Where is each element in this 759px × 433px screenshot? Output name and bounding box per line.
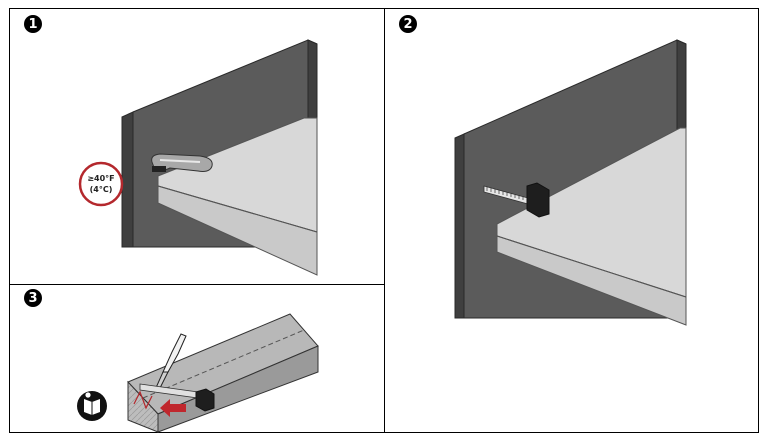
step-1-number: 1 — [28, 17, 37, 32]
step-1-badge: 1 — [24, 15, 42, 33]
temperature-fahrenheit: ≥40°F — [87, 174, 114, 183]
step-3-panel: 3 — [24, 289, 319, 433]
step-2-panel: 2 — [399, 15, 687, 326]
step-1-insulation-slab — [157, 117, 318, 276]
arrow-icon — [160, 399, 186, 417]
insulation-box — [127, 313, 319, 433]
step-2-insulation-slab — [496, 127, 687, 326]
step-3-badge: 3 — [24, 289, 42, 307]
heat-gun-icon — [151, 153, 213, 172]
step-2-badge: 2 — [399, 15, 417, 33]
temperature-badge: ≥40°F (4°C) — [78, 161, 124, 207]
step-1-panel: 1 ≥40°F (4°C) — [24, 15, 318, 276]
step-2-number: 2 — [403, 17, 412, 32]
step-3-number: 3 — [28, 291, 37, 306]
temperature-celsius: (4°C) — [90, 185, 113, 194]
tape-strip — [139, 383, 215, 412]
read-manual-icon — [77, 391, 107, 421]
measuring-tape-icon — [483, 182, 550, 218]
